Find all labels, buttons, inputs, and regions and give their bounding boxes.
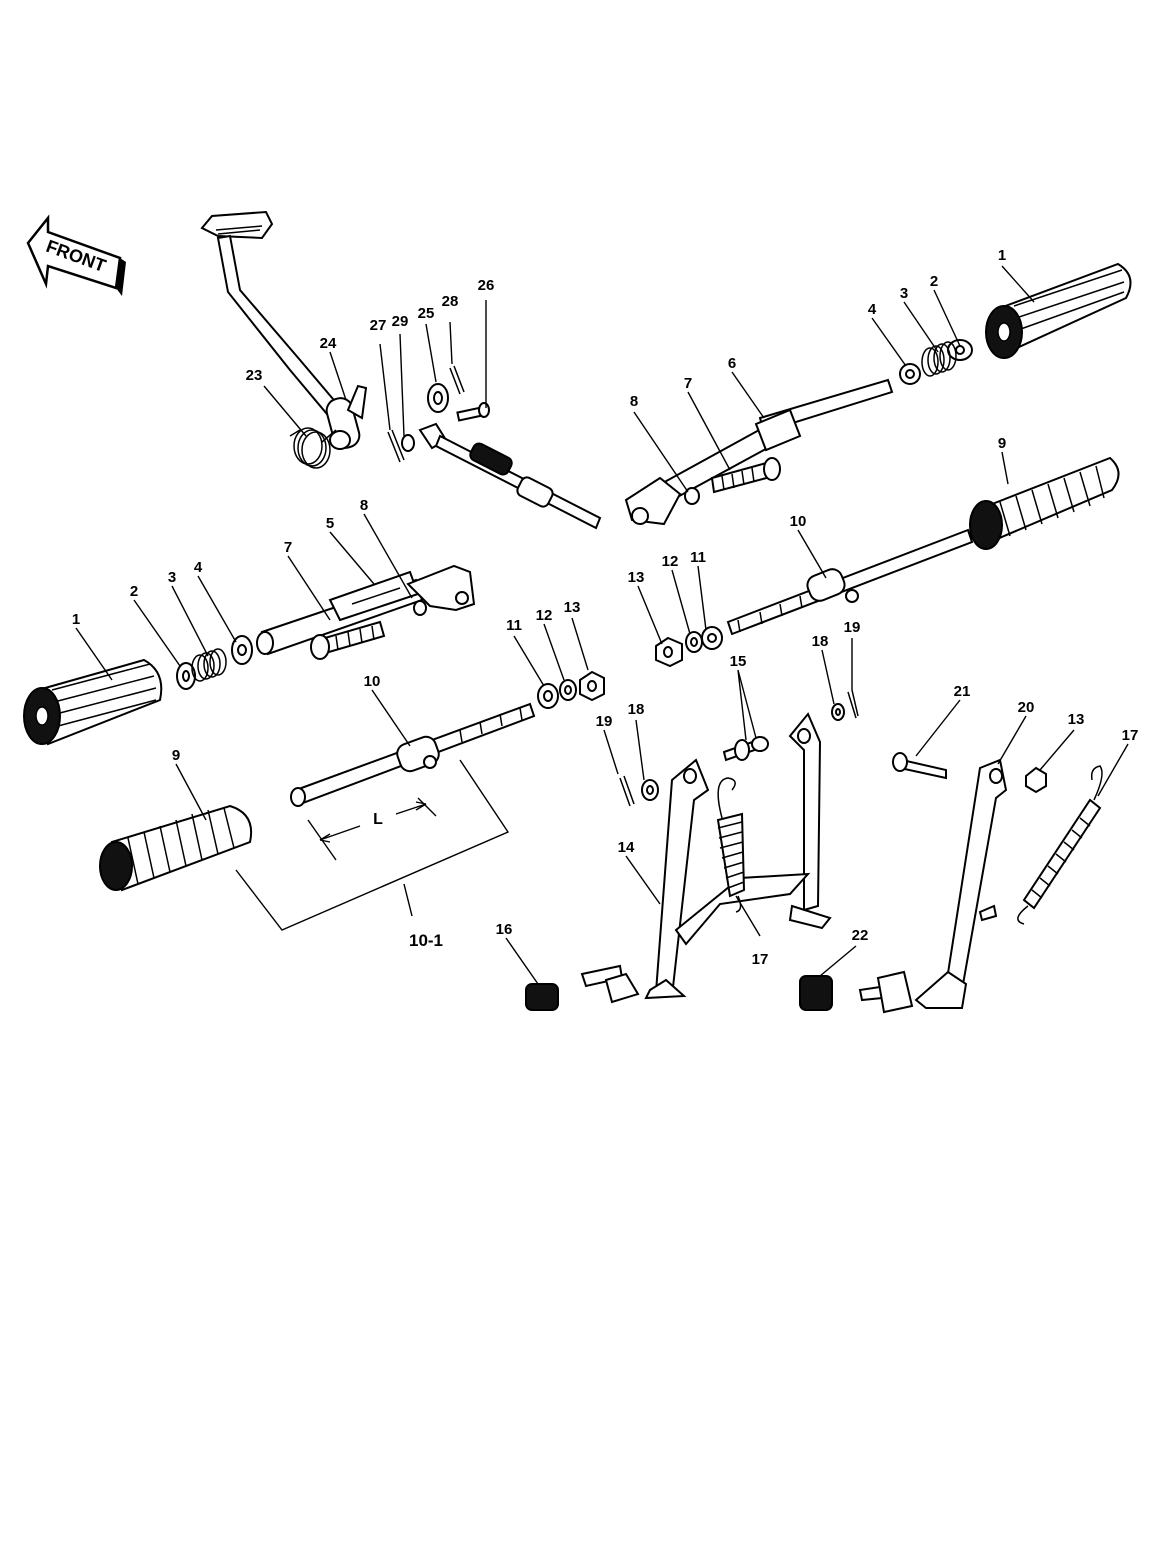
spring-17-side: [1017, 765, 1103, 925]
callout-12: 12: [662, 553, 679, 570]
nut-13-left: [579, 670, 605, 702]
spring-17-center: [716, 777, 746, 913]
footpeg-shaft-10-right: [726, 528, 974, 636]
callout-3: 3: [900, 285, 908, 302]
callout-4: 4: [868, 301, 877, 318]
callout-9: 9: [998, 435, 1006, 452]
nut-13-right: [655, 636, 683, 668]
footpeg-shaft-10-left: [290, 702, 536, 807]
callout-28: 28: [442, 293, 459, 310]
side-stand-rubber: [858, 970, 914, 1014]
callout-13: 13: [628, 569, 645, 586]
washer-11-left: [537, 683, 559, 709]
dimension-L-label: L: [373, 811, 383, 828]
callout-5: 5: [326, 515, 334, 532]
callout-9: 9: [172, 747, 180, 764]
callout-17: 17: [752, 951, 769, 968]
callout-2: 2: [930, 273, 938, 290]
callout-24: 24: [320, 335, 337, 352]
washer-12-right: [685, 631, 703, 653]
assembly-bracket-10-1: 10-1: [235, 759, 510, 950]
bolt-7-right: [710, 457, 781, 494]
side-stand: [914, 758, 1008, 1009]
rubber-stop-22: [799, 975, 833, 1011]
bolt-7-left: [310, 620, 386, 660]
callout-10: 10: [364, 673, 381, 690]
washer-4-left: [231, 635, 253, 665]
cotter-pin-19-center: [619, 775, 635, 807]
washer-11-right: [701, 626, 723, 650]
callout-17: 17: [1122, 727, 1139, 744]
callout-26: 26: [478, 277, 495, 294]
callout-20: 20: [1018, 699, 1035, 716]
side-stand-bolt-21: [892, 752, 947, 780]
callout-13: 13: [1068, 711, 1085, 728]
footpeg-rubber-right: [985, 262, 1132, 359]
callout-19: 19: [844, 619, 861, 636]
callout-8: 8: [360, 497, 368, 514]
footpeg-bracket-left: [256, 564, 476, 656]
callout-7: 7: [684, 375, 692, 392]
callout-27: 27: [370, 317, 387, 334]
rubber-stop-16: [525, 983, 559, 1011]
stand-stopper: [580, 964, 640, 1004]
brake-rod: [418, 422, 602, 530]
callout-1: 1: [998, 247, 1006, 264]
nut-13-side: [1025, 766, 1047, 794]
footpeg-rubber-9-left: [99, 804, 252, 892]
spring-3-left: [191, 648, 227, 682]
pin-26: [456, 402, 490, 422]
callout-6: 6: [728, 355, 736, 372]
callout-8: 8: [630, 393, 638, 410]
callout-12: 12: [536, 607, 553, 624]
callout-19: 19: [596, 713, 613, 730]
footpeg-rubber-9-right: [969, 456, 1120, 550]
spring-3-right: [921, 341, 957, 377]
callout-2: 2: [130, 583, 138, 600]
washer-29: [401, 434, 415, 452]
callout-11: 11: [690, 549, 706, 566]
leader-lines: [75, 265, 1129, 985]
callout-18: 18: [812, 633, 829, 650]
washer-8-right: [684, 487, 700, 505]
cotter-pin-19-right: [847, 689, 859, 719]
callout-7: 7: [284, 539, 292, 556]
callout-13: 13: [564, 599, 581, 616]
callout-labels: 1 2 3 4 6 7 8 9 10 11 12 13 18 19 15 21 …: [72, 247, 1139, 968]
brake-pedal: [200, 210, 368, 450]
callout-18: 18: [628, 701, 645, 718]
cotter-pin-27: [387, 429, 405, 463]
callout-22: 22: [852, 927, 869, 944]
callout-11: 11: [506, 617, 522, 634]
callout-4: 4: [194, 559, 203, 576]
washer-8-left: [413, 600, 427, 616]
callout-29: 29: [392, 313, 409, 330]
washer-18-center: [641, 779, 659, 801]
callout-3: 3: [168, 569, 176, 586]
spring-clip-2-left: [176, 662, 196, 690]
front-arrow-icon: FRONT: [26, 214, 126, 296]
callout-15: 15: [730, 653, 747, 670]
pedal-spring: [289, 427, 337, 469]
callout-23: 23: [246, 367, 263, 384]
washer-18-right: [831, 703, 845, 721]
dimension-L: L: [307, 797, 437, 861]
callout-25: 25: [418, 305, 435, 322]
cotter-pin-28: [449, 365, 465, 395]
washer-4-right: [899, 363, 921, 385]
washer-12-left: [559, 679, 577, 701]
footpeg-rubber-left: [23, 658, 163, 746]
washer-25: [427, 383, 449, 413]
callout-10: 10: [790, 513, 807, 530]
callout-21: 21: [954, 683, 971, 700]
footpeg-bracket-right: [624, 378, 894, 526]
callout-1: 1: [72, 611, 80, 628]
callout-16: 16: [496, 921, 513, 938]
callout-14: 14: [618, 839, 635, 856]
assembly-label: 10-1: [409, 931, 443, 950]
stand-pin-15: [722, 736, 769, 762]
